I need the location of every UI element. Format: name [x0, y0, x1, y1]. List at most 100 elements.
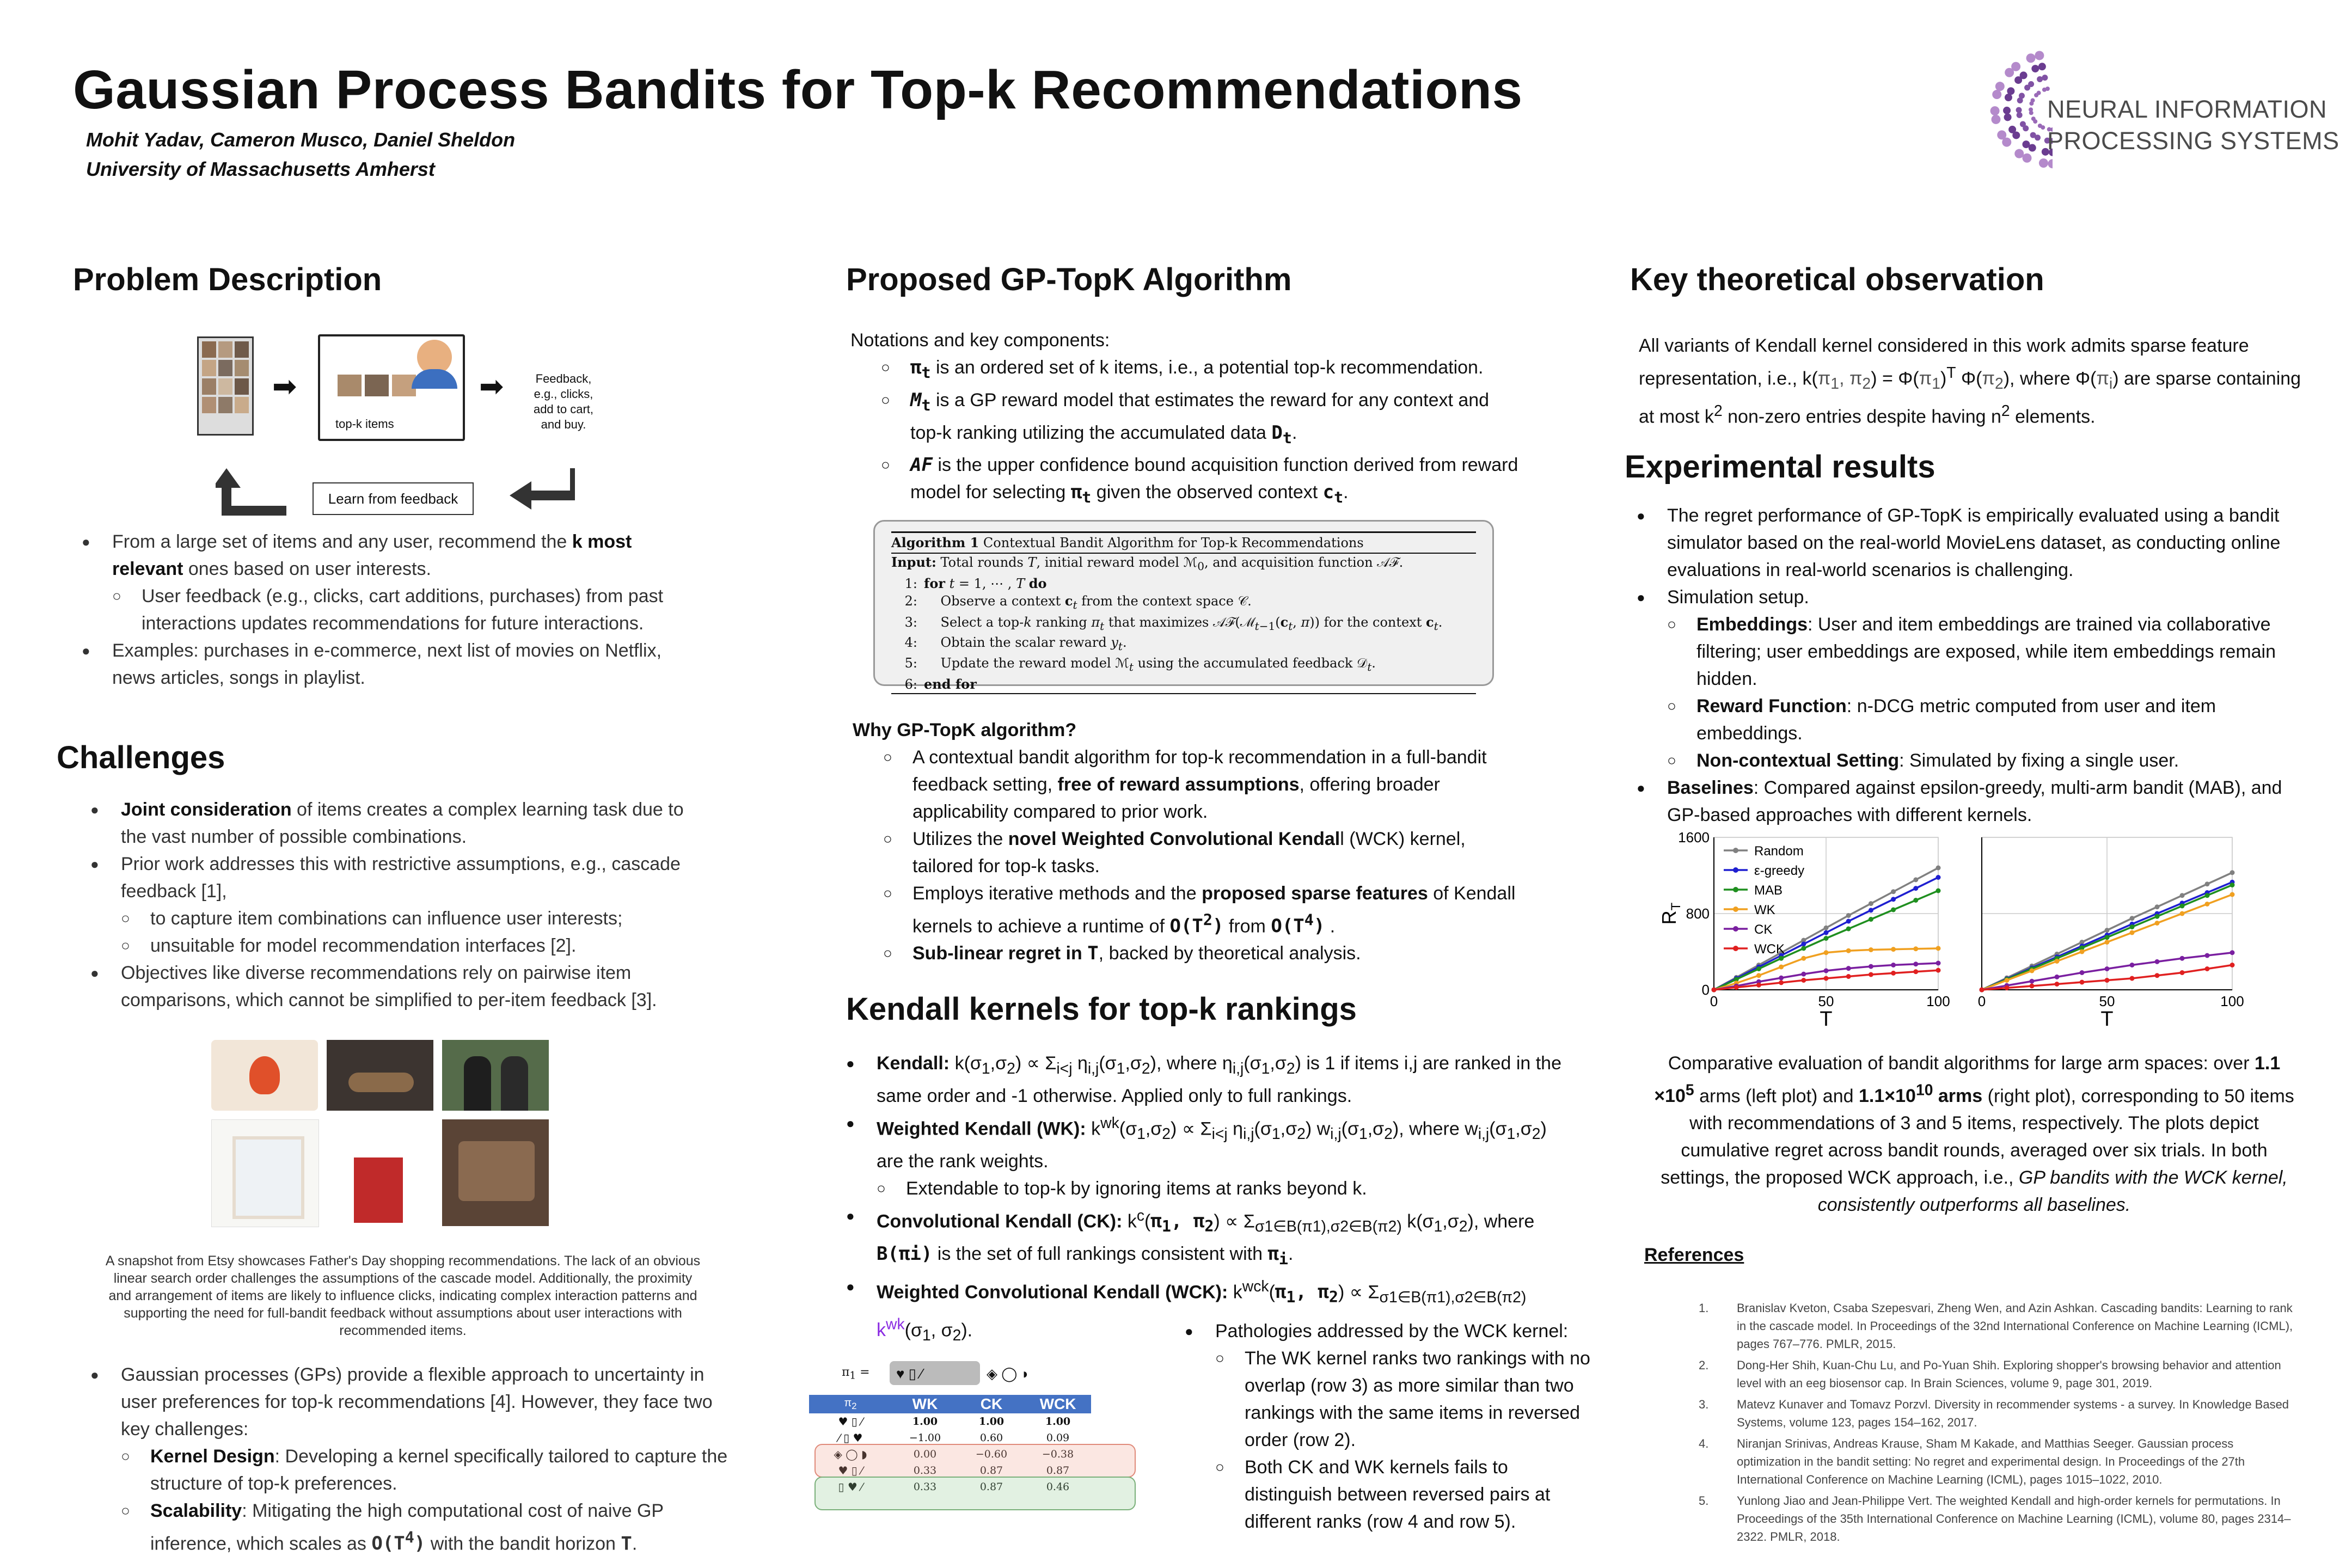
reference-text: Branislav Kveton, Csaba Szepesvari, Zhen…: [1737, 1301, 2293, 1351]
data-point: [1913, 898, 1919, 903]
data-point: [1935, 960, 1941, 966]
data-point: [1756, 973, 1761, 978]
logo-dot: [2008, 125, 2017, 133]
data-point: [2079, 970, 2085, 975]
logo-line-2: PROCESSING SYSTEMS: [2047, 127, 2339, 155]
legend-label: ε-greedy: [1754, 863, 1804, 878]
data-point: [2230, 892, 2235, 897]
data-point: [2054, 974, 2060, 979]
y-axis-label: RT: [1658, 902, 1683, 924]
kernel-value-cell: 0.87: [979, 1465, 1003, 1477]
feedback-label: Feedback, e.g., clicks, add to cart, and…: [533, 372, 594, 431]
logo-line-1: NEURAL INFORMATION: [2047, 95, 2328, 123]
data-point: [2004, 985, 2010, 990]
product-photo: [442, 1119, 549, 1226]
data-point: [2179, 903, 2185, 909]
problem-heading: Problem Description: [73, 262, 382, 297]
reference-number: 1.: [1699, 1301, 1709, 1315]
data-point: [2104, 935, 2110, 940]
feedback-loop-arrows-icon: [216, 468, 575, 516]
legend-marker: [1733, 887, 1738, 892]
theory-heading: Key theoretical observation: [1630, 262, 2044, 297]
arrow-right-icon: ➡: [479, 370, 504, 403]
kernel-value-cell: −1.00: [909, 1432, 941, 1444]
neurips-logo-text: NEURAL INFORMATION PROCESSING SYSTEMS: [2047, 94, 2339, 157]
data-point: [2204, 966, 2210, 971]
data-point: [1868, 972, 1873, 977]
data-point: [2179, 893, 2185, 898]
data-point: [2179, 911, 2185, 916]
algorithm-box-title: Algorithm 1: [891, 535, 979, 550]
logo-dot: [2022, 140, 2030, 149]
logo-dot: [1992, 90, 2002, 100]
data-point: [2029, 983, 2035, 989]
logo-dot: [2041, 148, 2049, 156]
logo-dot: [2029, 107, 2033, 112]
kernel-col-wck: WCK: [1039, 1395, 1076, 1412]
etsy-caption: A snapshot from Etsy showcases Father's …: [105, 1253, 701, 1338]
topk-items-box: top-k items: [318, 334, 465, 441]
data-point: [2079, 940, 2085, 945]
experiments-caption: Comparative evaluation of bandit algorit…: [1654, 1053, 2294, 1216]
logo-dot: [2049, 148, 2053, 156]
x-tick-label: 100: [1926, 993, 1950, 1009]
data-point: [1801, 938, 1806, 943]
data-point: [1891, 889, 1896, 895]
learn-from-feedback-box: Learn from feedback: [313, 482, 474, 515]
authors: Mohit Yadav, Cameron Musco, Daniel Sheld…: [86, 128, 516, 151]
kernel-value-cell: 1.00: [1045, 1416, 1071, 1428]
data-point: [2054, 982, 2060, 987]
data-point: [2104, 940, 2110, 945]
problem-list: From a large set of items and any user, …: [82, 528, 702, 691]
data-point: [1734, 985, 1739, 990]
kernel-value-cell: −0.38: [1042, 1448, 1074, 1460]
kernel-value-cell: 0.00: [913, 1448, 937, 1460]
logo-dot: [2033, 119, 2038, 124]
legend-label: WK: [1754, 903, 1775, 917]
logo-dot: [2004, 113, 2012, 121]
author-block: Mohit Yadav, Cameron Musco, Daniel Sheld…: [86, 125, 515, 184]
logo-dot: [2041, 125, 2045, 130]
legend-marker: [1733, 867, 1738, 873]
logo-dot: [2014, 76, 2023, 84]
logo-dot: [2048, 159, 2053, 169]
data-point: [1868, 917, 1873, 922]
logo-dot: [2049, 138, 2053, 144]
logo-dot: [1991, 114, 2001, 124]
data-point: [2029, 978, 2035, 984]
data-point: [2154, 921, 2160, 926]
legend-label: WCK: [1754, 942, 1785, 957]
logo-dot: [2022, 153, 2032, 163]
y-tick-label: 0: [1702, 982, 1710, 998]
reference-number: 5.: [1699, 1494, 1709, 1508]
reference-text: Matevz Kunaver and Tomavz Porzvl. Divers…: [1737, 1398, 2289, 1429]
data-point: [1846, 913, 1851, 918]
data-point: [1823, 925, 1829, 930]
data-point: [1935, 888, 1941, 893]
logo-dot: [2047, 127, 2051, 132]
reference-text: Yunlong Jiao and Jean-Philippe Vert. The…: [1737, 1494, 2291, 1543]
reference-item: 3.Matevz Kunaver and Tomavz Porzvl. Dive…: [1699, 1395, 2298, 1431]
data-point: [1868, 901, 1873, 906]
logo-dot: [1997, 130, 2007, 140]
y-axis-label-subscript: T: [1669, 902, 1683, 910]
data-point: [1823, 936, 1829, 941]
data-point: [2204, 902, 2210, 906]
ranking-icons: ⁄ ▯ ♥: [838, 1431, 863, 1444]
data-point: [1779, 975, 1784, 981]
product-photo: [211, 1119, 319, 1227]
logo-dot: [2002, 137, 2012, 147]
logo-dot: [2019, 121, 2026, 127]
data-point: [2179, 955, 2185, 961]
kernel-value-cell: 0.87: [979, 1481, 1003, 1493]
logo-dot: [2019, 71, 2028, 79]
data-point: [2129, 930, 2135, 935]
data-point: [2104, 978, 2110, 983]
data-point: [1891, 907, 1896, 912]
data-point: [1711, 987, 1717, 993]
data-point: [2004, 978, 2010, 983]
data-point: [1734, 977, 1739, 982]
